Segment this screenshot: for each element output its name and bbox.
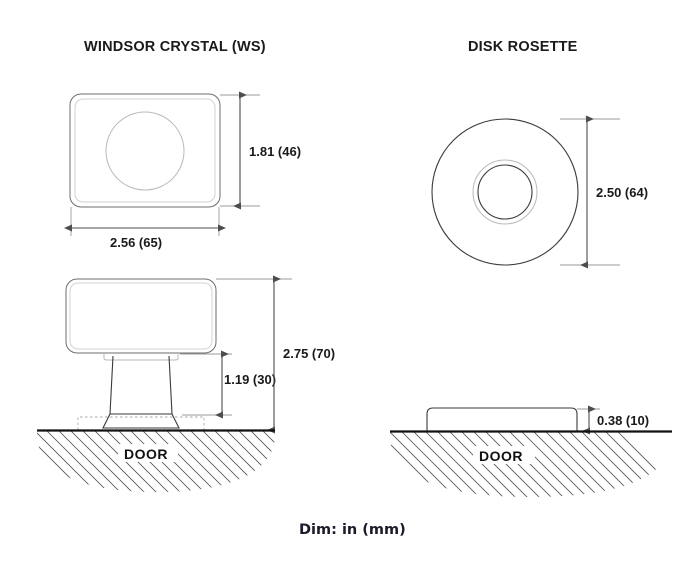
dimension-rosette-diameter: 2.50 (64)	[560, 115, 648, 269]
door-label-backdrop-right	[473, 446, 535, 464]
units-caption: Dim: in (mm)	[299, 522, 406, 538]
dimension-rosette-thickness: 0.38 (10)	[577, 405, 649, 435]
rosette-middle-ring	[472, 159, 538, 225]
dimension-knob-projection: 2.75 (70)	[216, 275, 335, 434]
knob-front-view	[69, 93, 221, 208]
rosette-inner-ring	[477, 164, 533, 220]
knob-front-inner-outline	[74, 98, 216, 203]
knob-side-body-inner	[69, 282, 213, 350]
dimension-label-knob-front-width: 2.56 (65)	[110, 235, 162, 250]
knob-front-crystal-circle	[105, 111, 185, 191]
dimension-label-knob-front-height: 1.81 (46)	[249, 144, 301, 159]
dimension-knob-front-height: 1.81 (46)	[220, 91, 301, 210]
knob-side-rosette-footprint-dashed	[77, 416, 205, 430]
dimension-label-rosette-thickness: 0.38 (10)	[597, 413, 649, 428]
dimension-label-knob-neck-height: 1.19 (30)	[224, 372, 276, 387]
knob-side-body	[65, 278, 217, 354]
dimension-label-rosette-diameter: 2.50 (64)	[596, 185, 648, 200]
door-label-backdrop-left	[118, 444, 178, 462]
rosette-outer-circle	[431, 118, 579, 266]
rosette-side-view	[426, 407, 578, 433]
knob-side-base-flare	[102, 413, 180, 429]
rosette-front-view	[431, 118, 579, 266]
left-drawing-title: WINDSOR CRYSTAL (WS)	[84, 39, 266, 55]
dimension-knob-neck-height: 1.19 (30)	[180, 350, 276, 419]
dimension-knob-front-width: 2.56 (65)	[64, 207, 226, 250]
knob-side-lip	[103, 353, 179, 361]
rosette-side-profile	[426, 407, 578, 433]
door-label-left: DOOR	[124, 446, 168, 462]
door-label-right: DOOR	[479, 448, 523, 464]
right-drawing-title: DISK ROSETTE	[468, 39, 578, 55]
knob-side-view	[65, 278, 217, 430]
dimension-label-knob-projection: 2.75 (70)	[283, 346, 335, 361]
knob-front-outer-outline	[69, 93, 221, 208]
